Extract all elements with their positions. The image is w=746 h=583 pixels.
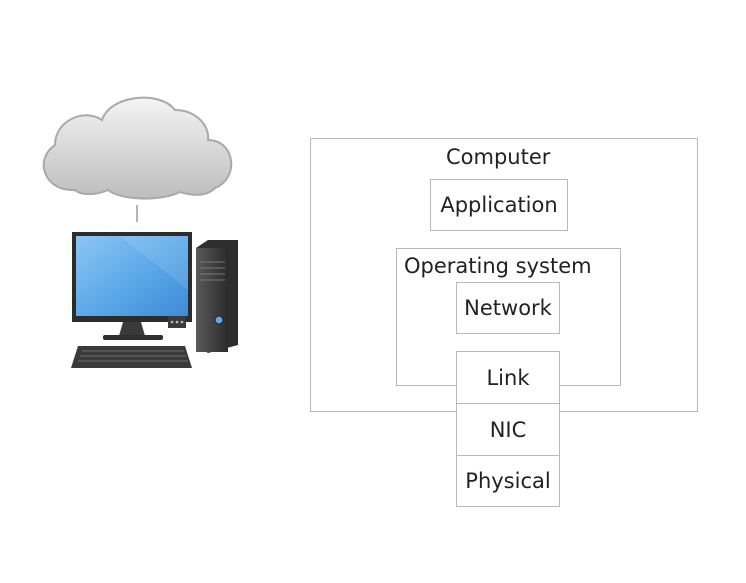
physical-box: Physical	[456, 455, 560, 507]
nic-label: NIC	[489, 417, 527, 442]
desktop-computer-icon	[71, 232, 238, 368]
link-box: Link	[456, 351, 560, 404]
network-label: Network	[464, 296, 552, 320]
physical-label: Physical	[465, 469, 551, 493]
nic-box: NIC	[456, 403, 560, 456]
application-label: Application	[440, 193, 558, 217]
application-box: Application	[430, 179, 568, 231]
operating-system-label: Operating system	[404, 254, 592, 278]
computer-label: Computer	[446, 145, 551, 169]
link-label: Link	[486, 365, 530, 390]
network-box: Network	[456, 282, 560, 334]
cloud-icon	[42, 96, 233, 200]
